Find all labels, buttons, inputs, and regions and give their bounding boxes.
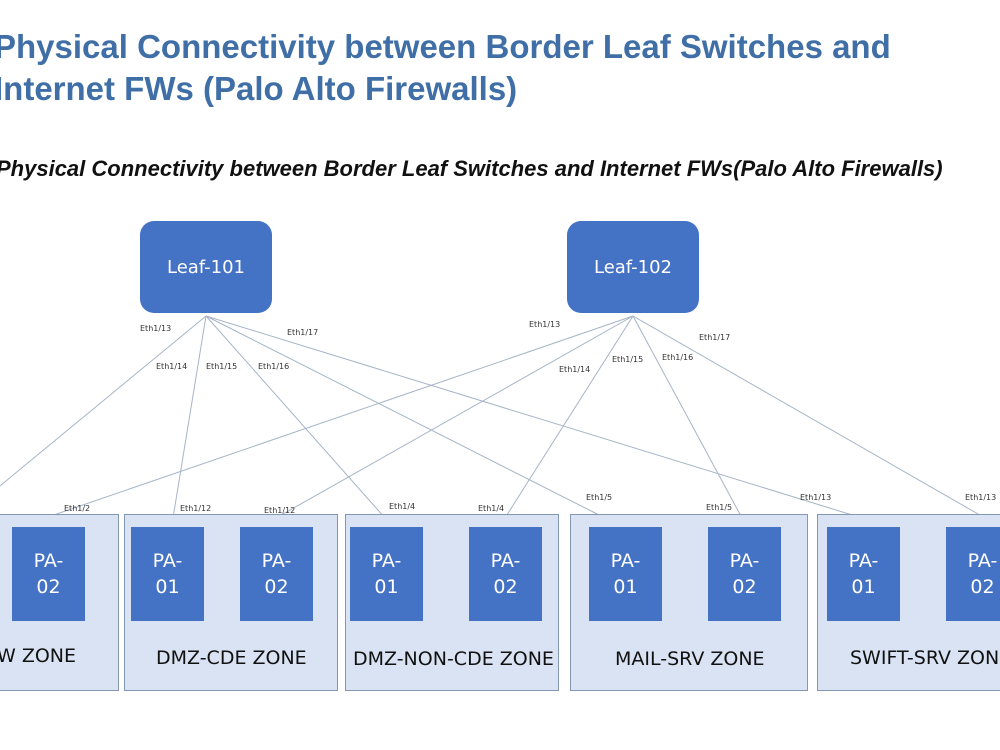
firewall-port-label: Eth1/13 [965, 493, 997, 502]
firewall-label-number: 01 [851, 576, 876, 598]
firewall-label-number: 02 [493, 576, 518, 598]
leaf-101-switch: Leaf-101 [140, 221, 272, 313]
firewall-port-label: Eth1/5 [586, 493, 613, 502]
firewall-label-prefix: PA- [848, 550, 879, 572]
firewall-label-prefix: PA- [33, 550, 64, 572]
firewall-label-number: 01 [374, 576, 399, 598]
firewall-label-number: 02 [264, 576, 289, 598]
zone-dmz-cde: PA- 01 PA- 02 DMZ-CDE ZONE [124, 514, 338, 691]
zone-mail-srv: PA- 01 PA- 02 MAIL-SRV ZONE [570, 514, 808, 691]
firewall-pa-02: PA- 02 [708, 527, 781, 621]
firewall-label-number: 02 [732, 576, 757, 598]
diagram-subtitle: Physical Connectivity between Border Lea… [0, 156, 943, 181]
firewall-label-prefix: PA- [610, 550, 641, 572]
leaf-102-label: Leaf-102 [593, 256, 673, 278]
zone-label: W ZONE [0, 645, 77, 667]
firewall-port-label: Eth1/13 [800, 493, 832, 502]
firewall-port-label: Eth1/4 [389, 502, 416, 511]
firewall-label-prefix: PA- [152, 550, 183, 572]
zone-dmz-non-cde: PA- 01 PA- 02 DMZ-NON-CDE ZONE [345, 514, 559, 691]
firewall-label-prefix: PA- [967, 550, 998, 572]
leaf-101-port-label: Eth1/15 [206, 362, 238, 371]
link-leaf102-swift-srv-pa02 [632, 315, 986, 519]
link-leaf102-dmz-non-cde-pa02 [504, 315, 634, 519]
leaf-102-port-label: Eth1/16 [662, 353, 694, 362]
leaf-102-port-label: Eth1/15 [612, 355, 644, 364]
leaf-101-port-label: Eth1/16 [258, 362, 290, 371]
leaf-102-port-label: Eth1/13 [529, 320, 561, 329]
firewall-pa-01: PA- 01 [131, 527, 204, 621]
firewall-pa-02: PA- 02 [946, 527, 1000, 621]
firewall-label-number: 01 [155, 576, 180, 598]
link-leaf102-dmz-cde-pa02 [275, 315, 634, 519]
firewall-label-prefix: PA- [371, 550, 402, 572]
firewall-port-label: Eth1/2 [64, 504, 91, 513]
link-leaf101-dmz-cde-pa01 [172, 315, 207, 519]
firewall-port-label: Eth1/4 [478, 504, 505, 513]
zone-label: DMZ-NON-CDE ZONE [353, 648, 554, 670]
link-leaf101-swift-srv-pa01 [205, 315, 863, 519]
leaf-102-port-label: Eth1/14 [559, 365, 591, 374]
firewall-pa-02: PA- 02 [469, 527, 542, 621]
firewall-label-number: 02 [970, 576, 995, 598]
firewall-label-number: 02 [36, 576, 61, 598]
zone-label: MAIL-SRV ZONE [615, 648, 765, 670]
firewall-port-label: Eth1/5 [706, 503, 733, 512]
link-leaf101-dmz-non-cde-pa01 [205, 315, 386, 519]
link-leaf101-mail-srv-pa01 [205, 315, 606, 519]
firewall-pa-01: PA- 01 [350, 527, 423, 621]
leaf-102-switch: Leaf-102 [567, 221, 699, 313]
leaf-101-port-label: Eth1/17 [287, 328, 319, 337]
firewall-label-prefix: PA- [729, 550, 760, 572]
leaf-102-port-label: Eth1/17 [699, 333, 731, 342]
firewall-pa-02: PA- 02 [12, 527, 85, 621]
zone-w: PA- 02 W ZONE [0, 514, 119, 691]
firewall-pa-01: PA- 01 [589, 527, 662, 621]
firewall-label-prefix: PA- [490, 550, 521, 572]
leaf-101-port-label: Eth1/13 [140, 324, 172, 333]
firewall-port-label: Eth1/12 [180, 504, 212, 513]
firewall-pa-01: PA- 01 [827, 527, 900, 621]
link-leaf102-mail-srv-pa02 [632, 315, 743, 519]
page-title: Physical Connectivity between Border Lea… [0, 28, 891, 107]
link-leaf102-w-zone-pa02 [44, 315, 634, 519]
zone-label: DMZ-CDE ZONE [156, 647, 307, 669]
firewall-label-number: 01 [613, 576, 638, 598]
zone-label: SWIFT-SRV ZON [850, 647, 1000, 669]
firewall-label-prefix: PA- [261, 550, 292, 572]
leaf-101-label: Leaf-101 [166, 256, 246, 278]
firewall-port-label: Eth1/12 [264, 506, 296, 515]
leaf-101-port-label: Eth1/14 [156, 362, 188, 371]
zone-swift-srv: PA- 01 PA- 02 SWIFT-SRV ZON [817, 514, 1000, 691]
firewall-pa-02: PA- 02 [240, 527, 313, 621]
link-leaf101-w-zone [0, 315, 207, 487]
